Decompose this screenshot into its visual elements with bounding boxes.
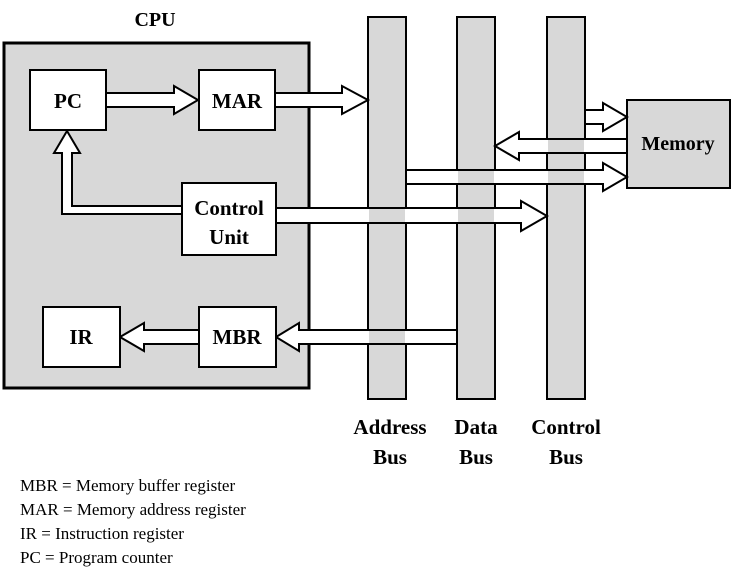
data-bus-label-line2: Bus xyxy=(459,445,493,469)
address-bus-to-memory-arrow xyxy=(405,161,629,193)
legend-item-pc: PC = Program counter xyxy=(20,548,173,567)
memory-box xyxy=(626,99,731,189)
control-bus-to-memory-arrow xyxy=(584,101,629,133)
control-bus-overlap-2 xyxy=(548,137,584,155)
mbr-register xyxy=(198,306,277,368)
legend-item-mar: MAR = Memory address register xyxy=(20,500,246,519)
data-bus-label-line1: Data xyxy=(454,415,498,439)
data-bus-to-mbr-arrow xyxy=(274,321,458,353)
control-to-pc-arrow xyxy=(52,129,183,215)
ir-register xyxy=(42,306,121,368)
cpu-label: CPU xyxy=(134,9,175,31)
mar-register xyxy=(198,69,276,131)
pc-label: PC xyxy=(54,89,82,113)
control-unit-label-line1: Control xyxy=(194,196,264,220)
mbr-to-ir-arrow xyxy=(118,321,200,353)
control-unit xyxy=(181,182,277,256)
pc-register xyxy=(29,69,107,131)
legend: MBR = Memory buffer register MAR = Memor… xyxy=(20,474,246,570)
control-bus-overlap-1 xyxy=(548,168,584,186)
mar-label: MAR xyxy=(212,89,263,113)
memory-label: Memory xyxy=(641,133,714,155)
control-bus-label-line1: Control xyxy=(531,415,601,439)
mar-to-address-bus-arrow xyxy=(274,84,371,116)
control-bus xyxy=(546,16,586,400)
address-bus-label-line1: Address xyxy=(353,415,426,439)
data-bus-overlap-1 xyxy=(458,168,494,186)
address-bus-overlap-2 xyxy=(369,328,405,346)
control-bus-label-line2: Bus xyxy=(549,445,583,469)
mbr-label: MBR xyxy=(213,325,263,349)
control-unit-to-control-bus-arrow xyxy=(275,199,550,233)
address-bus-label-line2: Bus xyxy=(373,445,407,469)
ir-label: IR xyxy=(69,325,93,349)
control-unit-label-line2: Unit xyxy=(209,225,249,249)
address-bus-overlap-1 xyxy=(369,206,405,225)
data-bus-overlap-2 xyxy=(458,206,494,225)
pc-to-mar-arrow xyxy=(105,84,200,116)
legend-item-mbr: MBR = Memory buffer register xyxy=(20,476,236,495)
legend-item-ir: IR = Instruction register xyxy=(20,524,184,543)
